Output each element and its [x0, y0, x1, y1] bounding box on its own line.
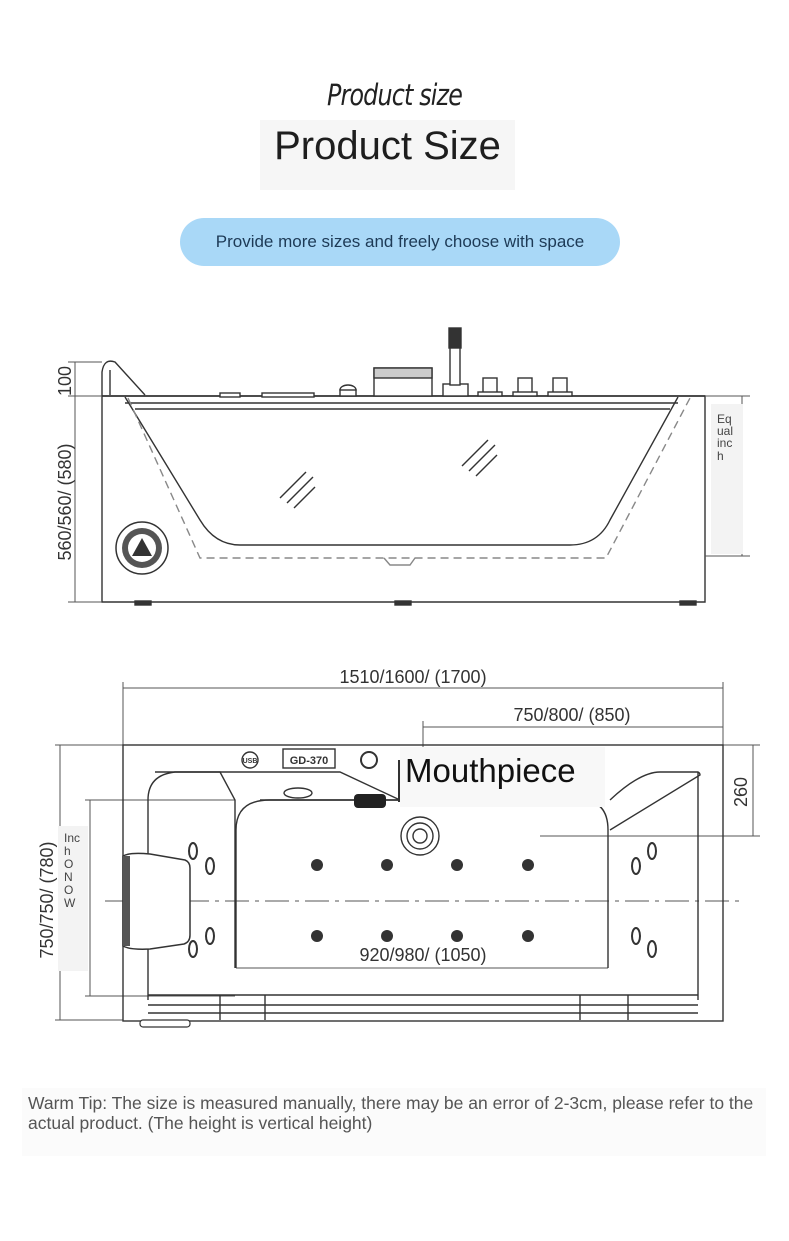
section-title-script: Product size — [326, 78, 463, 112]
inch-now-line-2: h — [64, 844, 71, 858]
waterfall-outlet — [400, 816, 440, 856]
headrest-pillow — [122, 852, 191, 950]
inner-basin — [124, 396, 679, 546]
height-body-label: 560/560/ (580) — [55, 443, 75, 560]
top-view-drawing: USB GD-370 Mouthpiece 1510/1600/ (1700) … — [37, 667, 760, 1028]
mouthpiece-label: Mouthpiece — [405, 752, 576, 789]
equal-inch-line-1: Eq — [717, 412, 732, 426]
title-background — [260, 120, 515, 190]
sizes-banner-text: Provide more sizes and freely choose wit… — [215, 232, 585, 251]
inch-now-line-4: N — [64, 870, 73, 884]
headrest — [101, 360, 146, 396]
depth-label: 260 — [731, 777, 751, 807]
sizes-banner: Provide more sizes and freely choose wit… — [180, 218, 620, 266]
inch-now-line-1: Inc — [64, 831, 80, 845]
hand-shower — [448, 327, 462, 349]
warm-tip-text: Warm Tip: The size is measured manually,… — [28, 1093, 754, 1133]
side-jets — [188, 842, 657, 958]
usb-label: USB — [243, 758, 258, 765]
faucet-base — [442, 383, 469, 397]
width-label: 750/750/ (780) — [37, 841, 57, 958]
height-top-label: 100 — [55, 366, 75, 396]
model-label: GD-370 — [290, 755, 329, 767]
usb-icon — [241, 751, 259, 769]
equal-inch-line-4: h — [717, 449, 724, 463]
inch-now-line-6: W — [64, 896, 76, 910]
equal-inch-line-3: inc — [717, 436, 732, 450]
speaker-icon — [115, 521, 169, 575]
tub-body-outline — [101, 395, 706, 603]
side-view-drawing: 100 560/560/ (580) Eq ual inc h — [55, 327, 750, 606]
length-label: 1510/1600/ (1700) — [339, 667, 486, 687]
half-length-label: 750/800/ (850) — [513, 705, 630, 725]
control-knob — [360, 751, 378, 769]
drain — [283, 787, 313, 799]
model-plate — [282, 748, 336, 769]
inch-now-line-5: O — [64, 883, 73, 897]
inner-length-label: 920/980/ (1050) — [359, 945, 486, 965]
mouthpiece-spout — [354, 794, 386, 808]
massage-jets — [311, 859, 534, 942]
warm-tip-background — [22, 1088, 766, 1156]
equal-inch-line-2: ual — [717, 424, 733, 438]
section-title: Product Size — [274, 124, 501, 168]
inch-now-line-3: O — [64, 857, 73, 871]
